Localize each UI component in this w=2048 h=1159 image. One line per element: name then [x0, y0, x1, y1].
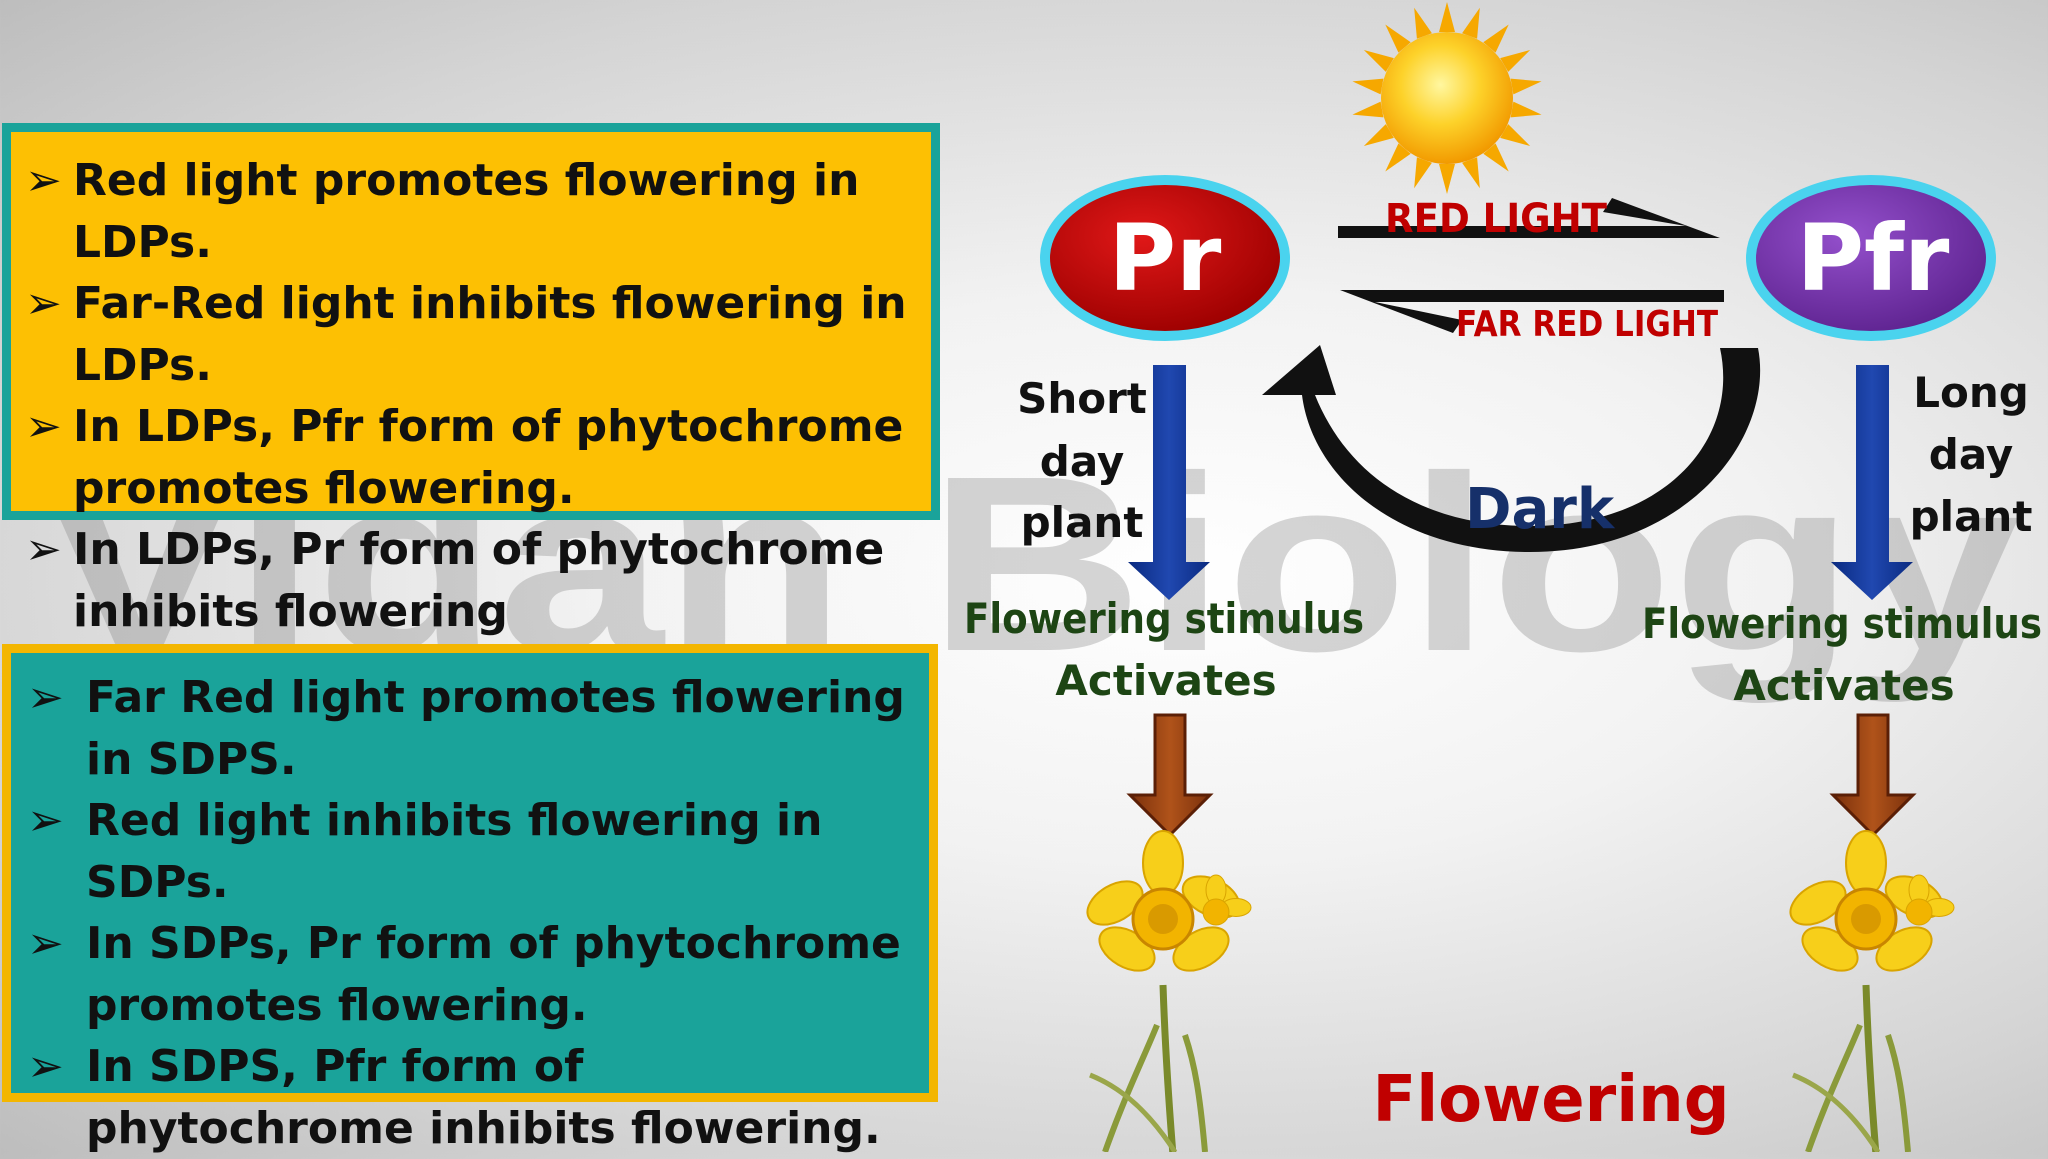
sdp-fact-text: In SDPS, Pfr form of phytochrome inhibit…: [86, 1041, 881, 1154]
long-day-plant-facts-box: ➢Red light promotes flowering in LDPs. ➢…: [2, 123, 940, 637]
far-red-light-label: FAR RED LIGHT: [1456, 304, 1718, 345]
ldp-fact-list: ➢Red light promotes flowering in LDPs. ➢…: [25, 150, 921, 642]
long-day-brown-arrow: [1829, 713, 1917, 838]
list-item: ➢ Far Red light promotes flowering in SDP…: [27, 667, 919, 790]
short-day-label-line2: day: [1040, 437, 1125, 486]
bullet-arrow-icon: ➢: [25, 155, 62, 206]
sdp-fact-text: In SDPs, Pr form of phytochrome promotes…: [86, 918, 901, 1031]
list-item: ➢Red light promotes flowering in LDPs.: [25, 150, 921, 273]
long-day-blue-arrow: [1831, 365, 1913, 600]
sdp-fact-text: Far Red light promotes flowering in SDPS…: [86, 672, 905, 785]
long-day-stimulus-line1: Flowering stimulus: [1642, 599, 2042, 648]
ldp-fact-text: Red light promotes flowering in LDPs.: [73, 155, 860, 268]
list-item: ➢ In SDPS, Pfr form of phytochrome inhibi…: [27, 1036, 919, 1159]
red-light-label: RED LIGHT: [1385, 196, 1608, 242]
bullet-arrow-icon: ➢: [25, 524, 62, 575]
long-day-label-line1: Long: [1913, 368, 2029, 417]
far-red-light-arrow: [1340, 290, 1724, 333]
red-light-arrow: [1338, 198, 1720, 238]
sun-icon: [1352, 2, 1542, 194]
short-day-plant-facts-box: ➢ Far Red light promotes flowering in SDP…: [2, 644, 938, 1154]
short-day-label-line1: Short: [1017, 374, 1147, 423]
bullet-arrow-icon: ➢: [27, 1041, 64, 1092]
short-day-blue-arrow: [1128, 365, 1210, 600]
dark-label: Dark: [1465, 477, 1616, 542]
bullet-arrow-icon: ➢: [27, 795, 64, 846]
dark-conversion-arrow: [1262, 345, 1761, 552]
pr-label: Pr: [1109, 205, 1222, 312]
sdp-fact-text: Red light inhibits flowering in SDPs.: [86, 795, 823, 908]
list-item: ➢In LDPs, Pr form of phytochrome inhibit…: [25, 519, 921, 642]
long-day-label-line3: plant: [1910, 492, 2033, 541]
flowering-label: Flowering: [1372, 1063, 1729, 1137]
list-item: ➢In LDPs, Pfr form of phytochrome promot…: [25, 396, 921, 519]
ldp-fact-text: In LDPs, Pr form of phytochrome inhibits…: [73, 524, 885, 637]
list-item: ➢Far-Red light inhibits flowering in LDP…: [25, 273, 921, 396]
bullet-arrow-icon: ➢: [27, 672, 64, 723]
bullet-arrow-icon: ➢: [25, 278, 62, 329]
pfr-label: Pfr: [1797, 205, 1950, 312]
long-day-stimulus-line2: Activates: [1733, 661, 1954, 710]
short-day-brown-arrow: [1126, 713, 1214, 838]
list-item: ➢ In SDPs, Pr form of phytochrome promote…: [27, 913, 919, 1036]
daffodil-flower-left: [1086, 830, 1252, 1152]
sdp-fact-list: ➢ Far Red light promotes flowering in SDP…: [27, 667, 919, 1159]
short-day-label-line3: plant: [1021, 498, 1144, 547]
short-day-stimulus-line2: Activates: [1055, 656, 1276, 705]
pr-node: Pr: [1040, 175, 1290, 341]
daffodil-flower-right: [1789, 830, 1955, 1152]
bullet-arrow-icon: ➢: [25, 401, 62, 452]
ldp-fact-text: Far-Red light inhibits flowering in LDPs…: [73, 278, 907, 391]
pfr-node: Pfr: [1746, 175, 1996, 341]
ldp-fact-text: In LDPs, Pfr form of phytochrome promote…: [73, 401, 904, 514]
list-item: ➢ Red light inhibits flowering in SDPs.: [27, 790, 919, 913]
bullet-arrow-icon: ➢: [27, 918, 64, 969]
short-day-stimulus-line1: Flowering stimulus: [964, 594, 1364, 643]
long-day-label-line2: day: [1929, 430, 2014, 479]
